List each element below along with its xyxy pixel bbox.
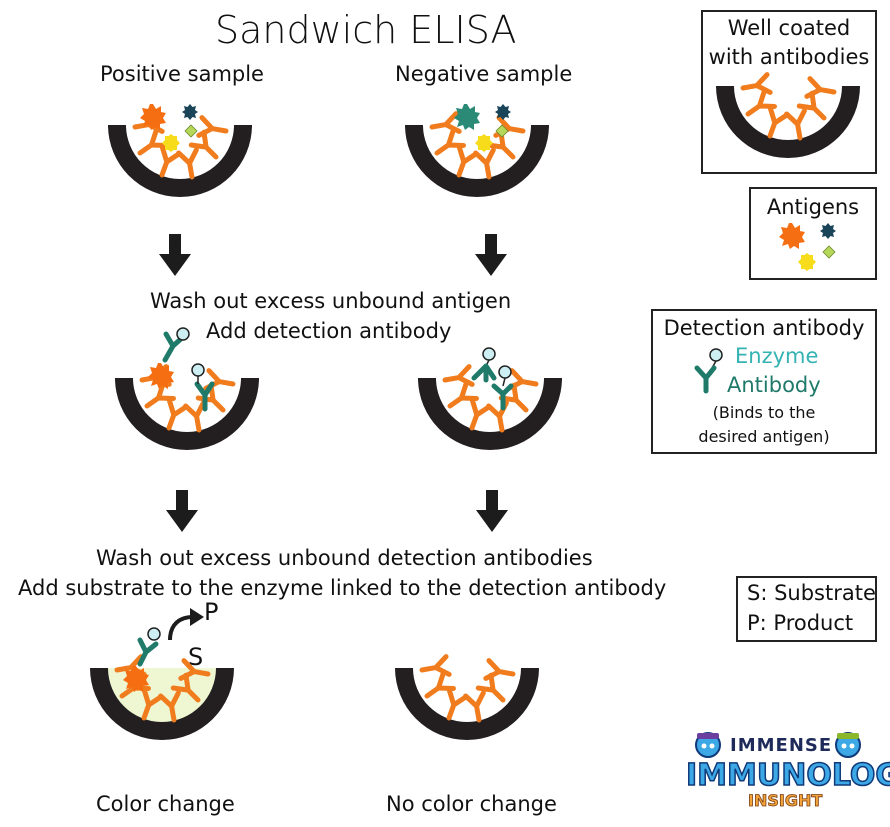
antigen-lime <box>184 124 198 138</box>
legend-well-line1: Well coated <box>727 16 851 40</box>
antigen-navy <box>495 104 511 120</box>
logo-mascot-left <box>695 732 721 758</box>
well-positive-3 <box>90 657 234 740</box>
reaction-arrowhead <box>190 608 204 626</box>
result-no-color-change: No color change <box>386 792 557 816</box>
antigen-teal <box>454 104 480 130</box>
diagram-title: Sandwich ELISA <box>215 8 517 52</box>
detection-antibody-free <box>191 363 215 412</box>
legend-enzyme-label: Enzyme <box>735 344 819 368</box>
arrow-down <box>476 490 508 532</box>
product-label: P <box>204 598 219 626</box>
legend-detection-title: Detection antibody <box>663 316 865 340</box>
legend-antigens-title: Antigens <box>766 195 860 219</box>
legend-well-icon <box>716 75 860 158</box>
antigen-yellow <box>475 134 493 152</box>
legend-antigen-navy <box>820 223 836 239</box>
arrow-down <box>475 234 507 276</box>
detection-antibody-bound <box>137 627 161 667</box>
step2-line2: Add substrate to the enzyme linked to th… <box>18 576 667 600</box>
legend-note-line2: desired antigen) <box>698 427 830 446</box>
arrow-down <box>166 490 198 532</box>
legend-antigen-orange <box>779 223 805 249</box>
logo-mascot-right <box>835 732 861 758</box>
logo-insight: INSIGHT <box>748 791 823 811</box>
legend-antigen-yellow <box>798 253 816 271</box>
step1-line1: Wash out excess unbound antigen <box>150 289 512 313</box>
antigen-orange <box>140 104 166 130</box>
logo-immunology: IMMUNOLOGY <box>685 757 890 794</box>
legend-key-product: P: Product <box>747 611 854 635</box>
step2-line1: Wash out excess unbound detection antibo… <box>96 546 593 570</box>
well-positive-1 <box>108 114 252 197</box>
positive-sample-label: Positive sample <box>100 62 264 86</box>
legend-detection-icon <box>694 348 723 394</box>
legend-key-substrate: S: Substrate <box>747 581 876 605</box>
detection-antibody-bound <box>162 327 190 363</box>
substrate-label: S <box>188 643 204 671</box>
legend-well-line2: with antibodies <box>708 45 870 69</box>
legend-key-box: S: Substrate P: Product <box>736 576 877 642</box>
legend-antigens-box: Antigens <box>749 187 877 280</box>
well-negative-3 <box>395 657 539 740</box>
well-negative-2 <box>418 367 562 450</box>
antigen-navy <box>182 104 198 120</box>
well-positive-2 <box>115 367 259 450</box>
arrow-down <box>159 234 191 276</box>
detection-antibody-free <box>471 347 514 411</box>
legend-note-line1: (Binds to the <box>712 403 816 422</box>
negative-sample-label: Negative sample <box>395 62 573 86</box>
well-negative-1 <box>405 114 549 197</box>
legend-antibody-label: Antibody <box>727 373 821 397</box>
logo-immense: IMMENSE <box>730 735 833 756</box>
step1-line2: Add detection antibody <box>206 319 452 343</box>
legend-antigen-lime <box>822 245 836 259</box>
reaction-arrow <box>168 615 194 641</box>
result-color-change: Color change <box>96 792 235 816</box>
legend-detection-box: Detection antibody Enzyme Antibody (Bind… <box>651 309 877 454</box>
